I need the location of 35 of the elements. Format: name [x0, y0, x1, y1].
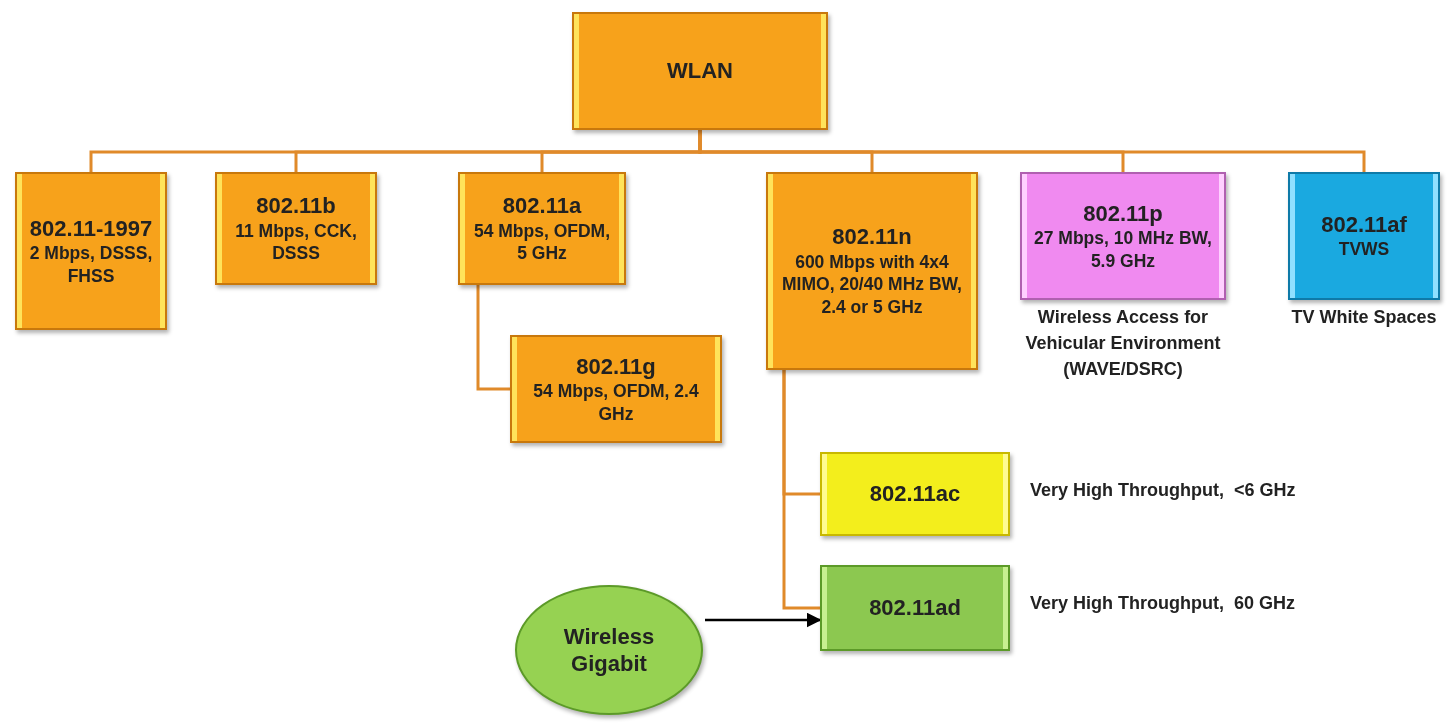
node-title: Wireless Gigabit — [562, 622, 656, 678]
standard-box — [820, 565, 1010, 651]
node-title: 802.11b — [256, 192, 336, 220]
node-title: 802.11p — [1083, 199, 1163, 227]
node-title: 802.11ac — [869, 480, 961, 508]
standard-box — [766, 172, 978, 370]
standard-box — [15, 172, 167, 330]
connector-line — [476, 285, 510, 391]
node-title: 802.11a — [502, 192, 582, 220]
node-title: 802.11n — [832, 223, 912, 251]
standard-box — [510, 335, 722, 443]
standard-box — [820, 452, 1010, 536]
description-text: Very High Throughput, 60 GHz — [1030, 592, 1297, 615]
node-title: 802.11g — [576, 352, 656, 380]
arrow — [705, 612, 822, 628]
node-detail: 27 Mbps, 10 MHz BW, 5.9 GHz — [1033, 227, 1213, 273]
standard-box — [458, 172, 626, 285]
node-detail: 54 Mbps, OFDM, 5 GHz — [472, 219, 612, 265]
root-box — [572, 12, 828, 130]
description-text: Wireless Access for Vehicular Environment (WAVE/DSRC) — [1024, 306, 1222, 382]
standard-box — [1288, 172, 1440, 300]
node-title: WLAN — [667, 57, 733, 85]
node-detail: 2 Mbps, DSSS, FHSS — [28, 242, 154, 288]
standard-box — [1020, 172, 1226, 300]
node-title: 802.11af — [1321, 210, 1407, 239]
node-detail: 600 Mbps with 4x4 MIMO, 20/40 MHz BW, 2.4 or 5 GHz — [781, 250, 963, 319]
node-detail: TVWS — [1338, 238, 1390, 262]
standard-box — [215, 172, 377, 285]
node-title: 802.11-1997 — [29, 214, 153, 242]
node-title: 802.11ad — [869, 594, 961, 622]
connector-line — [782, 370, 820, 610]
node-detail: 54 Mbps, OFDM, 2.4 GHz — [532, 380, 700, 426]
description-text: Very High Throughput, <6 GHz — [1030, 479, 1297, 502]
description-text: TV White Spaces — [1290, 306, 1438, 329]
node-detail: 11 Mbps, CCK, DSSS — [234, 219, 358, 265]
